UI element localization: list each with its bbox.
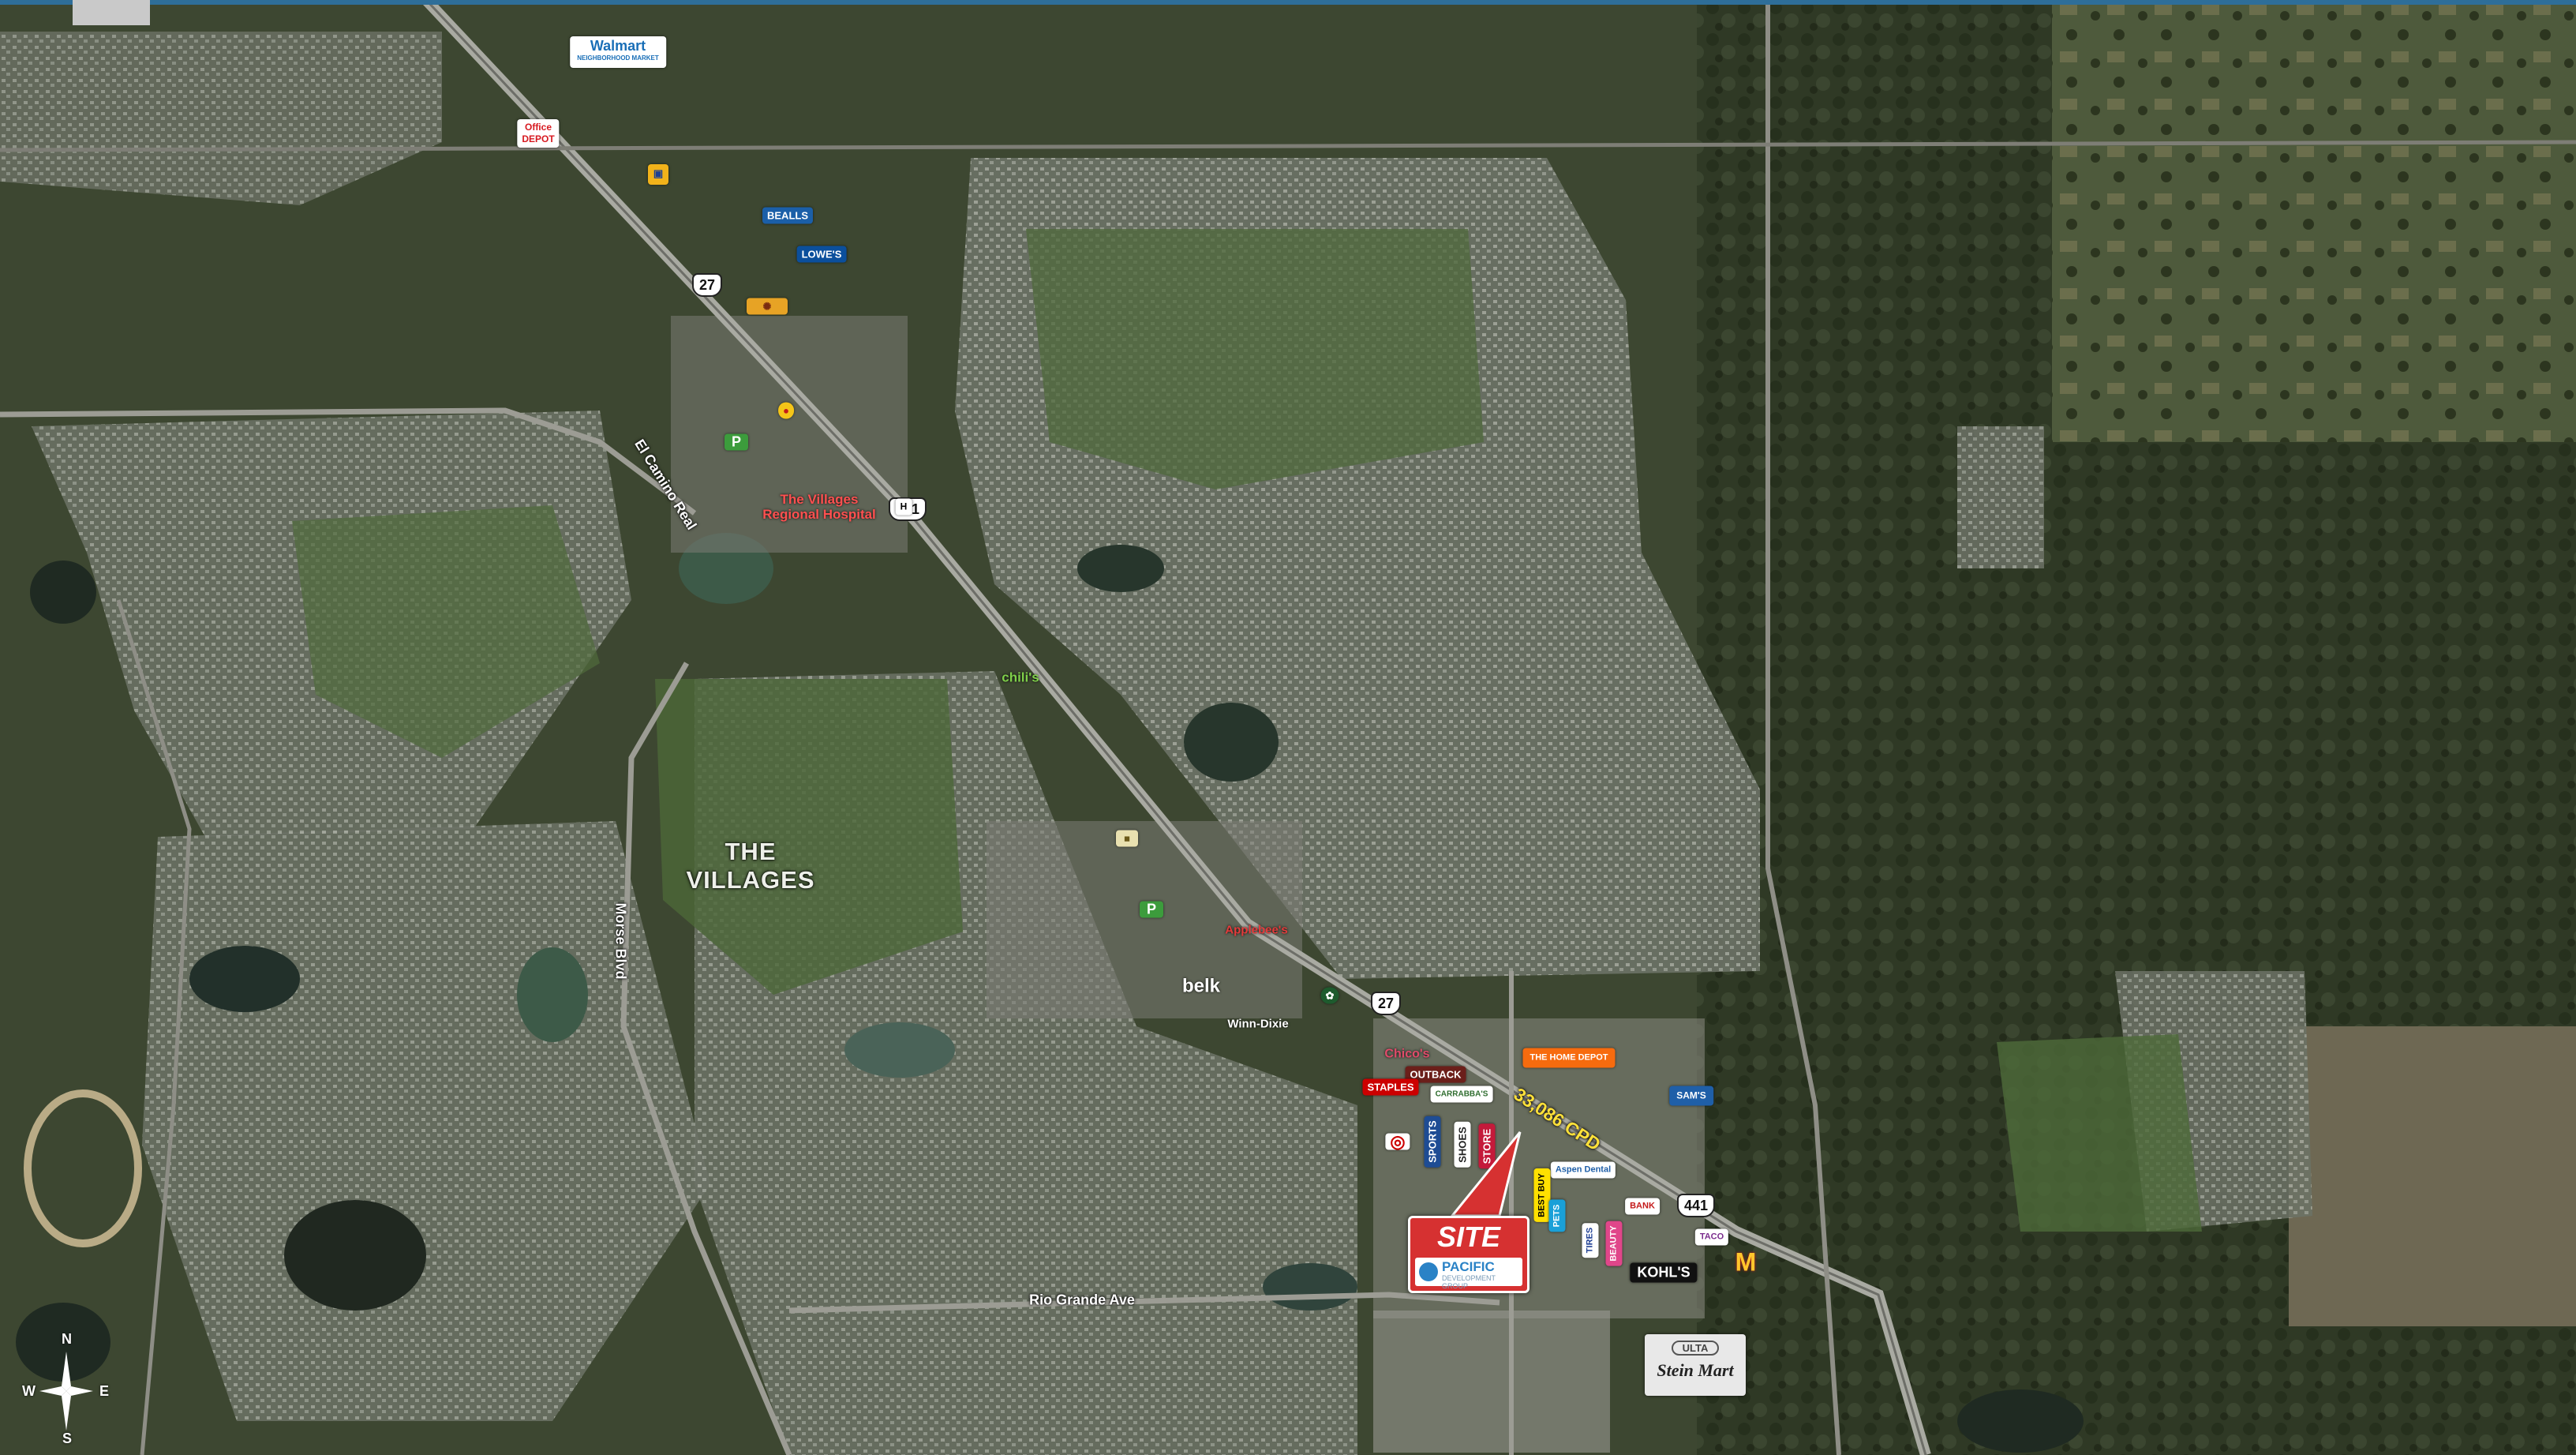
golf-course-north [1026,229,1484,489]
walmart-name: Walmart [590,38,646,54]
top-accent-bar [0,0,2576,5]
beauty-logo: BEAUTY [1605,1221,1623,1266]
golf-course-east [1997,1034,2202,1232]
lowes-logo: LOWE'S [796,246,847,263]
aldi-icon: ▣ [653,167,664,179]
racetrack [24,1089,142,1247]
hobby-logo: ✿ [1320,987,1339,1004]
region-label-the-villages: THE VILLAGES [686,838,815,894]
sams-club-logo: SAM'S [1669,1086,1713,1106]
road-west-curve [116,599,192,1455]
hospital-label: The Villages Regional Hospital [762,492,876,522]
lake [1184,703,1279,782]
lake [844,1022,955,1078]
aspen-dental-logo: Aspen Dental [1550,1161,1616,1179]
walmart-logo: Walmart NEIGHBORHOOD MARKET [570,36,666,68]
restaurant-logo: ✺ [747,298,788,315]
road-label-rio-grande-ave: Rio Grande Ave [1029,1292,1135,1308]
bank-logo: BANK [1625,1198,1660,1215]
fields-east [2052,0,2576,442]
bealls-logo: BEALLS [762,207,813,224]
compass-rose: N S W E [22,1331,109,1446]
office-depot-logo: Office DEPOT [517,119,560,148]
road-north-east-west [0,140,2576,152]
publix-logo-north: P [724,433,748,451]
aldi-logo: ▣ [648,164,668,185]
target-logo: ◎ [1385,1133,1410,1150]
compass-icon [39,1352,93,1431]
golf-course-west [292,505,600,758]
belk-logo: belk [1181,975,1221,997]
pet-logo: PETS [1548,1199,1566,1232]
pacific-development-sub: DEVELOPMENT GROUP [1442,1274,1496,1290]
site-marker[interactable]: SITE PACIFIC DEVELOPMENT GROUP [1408,1216,1530,1293]
winn-dixie-logo: Winn-Dixie [1227,1017,1289,1031]
carrabbas-logo: CARRABBA'S [1430,1086,1493,1103]
industrial-area-south [1373,1311,1610,1453]
neighborhood-northwest [0,32,442,205]
road-morse-blvd [620,662,792,1455]
dennys-logo: ● [778,402,794,419]
staples-logo: STAPLES [1362,1078,1419,1096]
lake [284,1200,426,1311]
route-27-shield: 27 [1370,992,1402,1015]
highway-441-27-center [425,0,1927,1455]
chilis-logo: chili's [1002,669,1039,685]
shop-icon: ■ [1124,832,1130,845]
route-27-shield: 27 [691,273,723,297]
dennys-icon: ● [783,404,789,417]
compass-west: W [22,1383,36,1399]
lake [30,561,96,624]
road-county-east [1765,0,1841,1455]
fields-southeast [2289,1026,2576,1326]
pacific-development-name: PACIFIC [1442,1259,1495,1274]
chicos-logo: Chico's [1384,1047,1430,1061]
best-buy-logo: BEST BUY [1533,1168,1551,1222]
outback-logo: OUTBACK [1405,1066,1466,1083]
hospital-h-icon: H [895,498,912,516]
tire-logo: TIRES [1582,1222,1599,1258]
neighborhood-north-east [1957,426,2044,568]
compass-north: N [62,1331,72,1347]
lake [1077,545,1164,592]
lake [517,947,588,1042]
publix-logo-central: P [1140,901,1163,918]
lake [1957,1389,2084,1453]
compass-east: E [99,1383,110,1399]
home-depot-logo: THE HOME DEPOT [1522,1048,1616,1068]
route-441-shield: 441 [1676,1194,1716,1217]
ulta-stein-mart-panel: ULTA Stein Mart [1645,1334,1746,1396]
commercial-area-central [987,821,1302,1018]
commercial-area-north [671,316,908,553]
kohls-logo: KOHL'S [1630,1262,1698,1283]
hobby-icon: ✿ [1325,989,1335,1002]
stein-mart-logo: Stein Mart [1657,1360,1734,1380]
road-label-morse-blvd: Morse Blvd [612,902,629,980]
golf-course-central [655,679,963,995]
compass-south: S [62,1431,73,1446]
lake [189,946,300,1012]
pacific-development-icon [1419,1262,1438,1281]
site-pointer [1449,1131,1522,1217]
walmart-subtitle: NEIGHBORHOOD MARKET [577,54,659,62]
corner-tab [73,0,150,25]
applebees-logo: Applebee's [1225,923,1288,937]
mcdonalds-logo: M [1735,1247,1757,1277]
road-rio-grande-ave [788,1292,1500,1314]
shop-logo: ■ [1116,830,1138,847]
lake [16,1303,110,1382]
lake [1263,1263,1357,1311]
site-title: SITE [1436,1221,1500,1253]
ulta-logo: ULTA [1672,1341,1719,1356]
restaurant-icon: ✺ [762,300,772,313]
road-el-camino-real [0,407,697,516]
pacific-development-logo: PACIFIC DEVELOPMENT GROUP [1415,1258,1522,1290]
taco-logo: TACO [1694,1228,1729,1246]
